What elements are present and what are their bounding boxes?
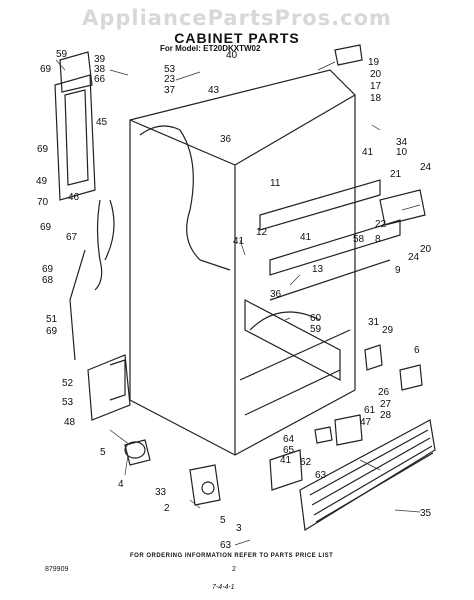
page-number: 2 [232,566,236,573]
callout: 63 [220,540,232,551]
callout: 40 [226,50,238,61]
callout: 53 [164,64,176,75]
callout: 34 [396,137,408,148]
callout: 39 [94,54,106,65]
leader-lines [55,59,421,546]
callout: 41 [362,147,374,158]
callout: 11 [270,178,281,189]
callout: 4 [118,479,124,490]
callout: 61 [364,405,376,416]
callout: 21 [390,169,402,180]
callout: 58 [353,234,365,245]
callout: 69 [46,326,58,337]
callout: 12 [256,227,268,238]
callout: 9 [395,265,401,276]
callout: 69 [40,64,52,75]
callout: 23 [164,74,176,85]
callout: 70 [37,197,49,208]
callout: 35 [420,508,432,519]
callout: 51 [46,314,58,325]
handwritten-note: 7-4-4-1 [212,584,235,591]
model-number: For Model: ET20DKXTW02 [160,44,261,53]
callout: 18 [370,93,382,104]
callout: 62 [300,457,312,468]
callout: 67 [66,232,78,243]
callout: 69 [37,144,49,155]
callout: 5 [220,515,226,526]
callout: 19 [368,57,380,68]
callout: 60 [310,313,322,324]
callout: 24 [420,162,432,173]
cabinet-shell [54,44,436,531]
callout: 53 [62,397,74,408]
callout: 63 [315,470,327,481]
callout: 59 [56,49,68,60]
callout: 52 [62,378,74,389]
callout: 69 [42,264,54,275]
callout: 48 [64,417,76,428]
callout: 47 [360,417,372,428]
ordering-footer: FOR ORDERING INFORMATION REFER TO PARTS … [130,553,334,559]
callout: 41 [300,232,312,243]
callout: 31 [368,317,380,328]
callout: 24 [408,252,420,263]
callout: 2 [164,503,170,514]
callout: 22 [375,219,387,230]
callout: 27 [380,399,392,410]
callout: 66 [94,74,106,85]
callout: 64 [283,434,295,445]
callout: 13 [312,264,324,275]
callout: 6 [414,345,420,356]
callout: 59 [310,324,322,335]
callout-labels: 59 39 38 66 69 45 69 49 70 46 69 67 69 6… [36,49,432,551]
callout: 29 [382,325,394,336]
callout: 68 [42,275,54,286]
callout: 20 [370,69,382,80]
callout: 45 [96,117,108,128]
callout: 69 [40,222,52,233]
callout: 36 [270,289,282,300]
callout: 38 [94,64,106,75]
callout: 65 [283,445,295,456]
callout: 49 [36,176,48,187]
callout: 37 [164,85,176,96]
page-title: CABINET PARTS [174,30,300,46]
callout: 26 [378,387,390,398]
reference-code: 879909 [45,566,69,573]
callout: 43 [208,85,220,96]
callout: 20 [420,244,432,255]
watermark: AppliancePartsPros.com [82,6,392,30]
callout: 41 [233,236,245,247]
callout: 10 [396,147,408,158]
callout: 46 [68,192,80,203]
callout: 33 [155,487,167,498]
callout: 5 [100,447,106,458]
callout: 28 [380,410,392,421]
callout: 36 [220,134,232,145]
callout: 3 [236,523,242,534]
callout: 41 [280,455,292,466]
callout: 8 [375,234,381,245]
callout: 17 [370,81,382,92]
